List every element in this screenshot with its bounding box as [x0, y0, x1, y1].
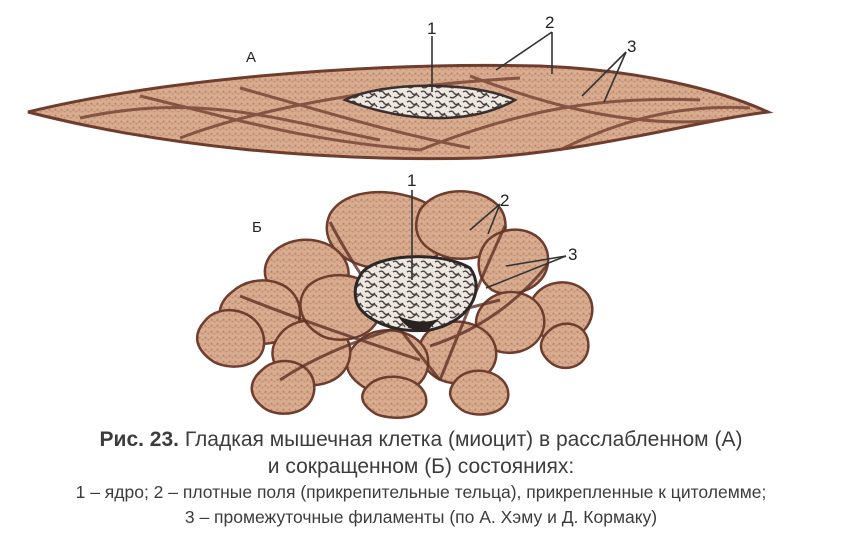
myocyte-diagram: А 1 2 3 — [0, 0, 842, 420]
caption-title: Гладкая мышечная клетка (миоцит) в рассл… — [179, 428, 742, 451]
caption-legend-1: 1 – ядро; 2 – плотные поля (прикрепитель… — [0, 480, 842, 505]
callout-a-3: 3 — [627, 37, 636, 56]
contracted-cell: Б 1 2 3 — [197, 171, 592, 418]
caption-legend-2: 3 – промежуточные филаменты (по А. Хэму … — [0, 505, 842, 530]
panel-a-label: А — [246, 49, 256, 66]
callout-b-2: 2 — [500, 191, 509, 210]
callout-a-1: 1 — [427, 19, 436, 38]
caption-line-2: и сокращенном (Б) состояниях: — [0, 453, 842, 480]
contracted-nucleus — [355, 257, 476, 331]
callout-a-2: 2 — [545, 13, 554, 32]
callout-b-3: 3 — [568, 245, 577, 264]
panel-b-label: Б — [252, 219, 262, 236]
figure-number: Рис. 23. — [100, 428, 179, 451]
relaxed-cell: А 1 2 3 — [28, 13, 768, 159]
caption-line-1: Рис. 23. Гладкая мышечная клетка (миоцит… — [0, 426, 842, 453]
figure-caption: Рис. 23. Гладкая мышечная клетка (миоцит… — [0, 426, 842, 530]
callout-b-1: 1 — [407, 171, 416, 190]
